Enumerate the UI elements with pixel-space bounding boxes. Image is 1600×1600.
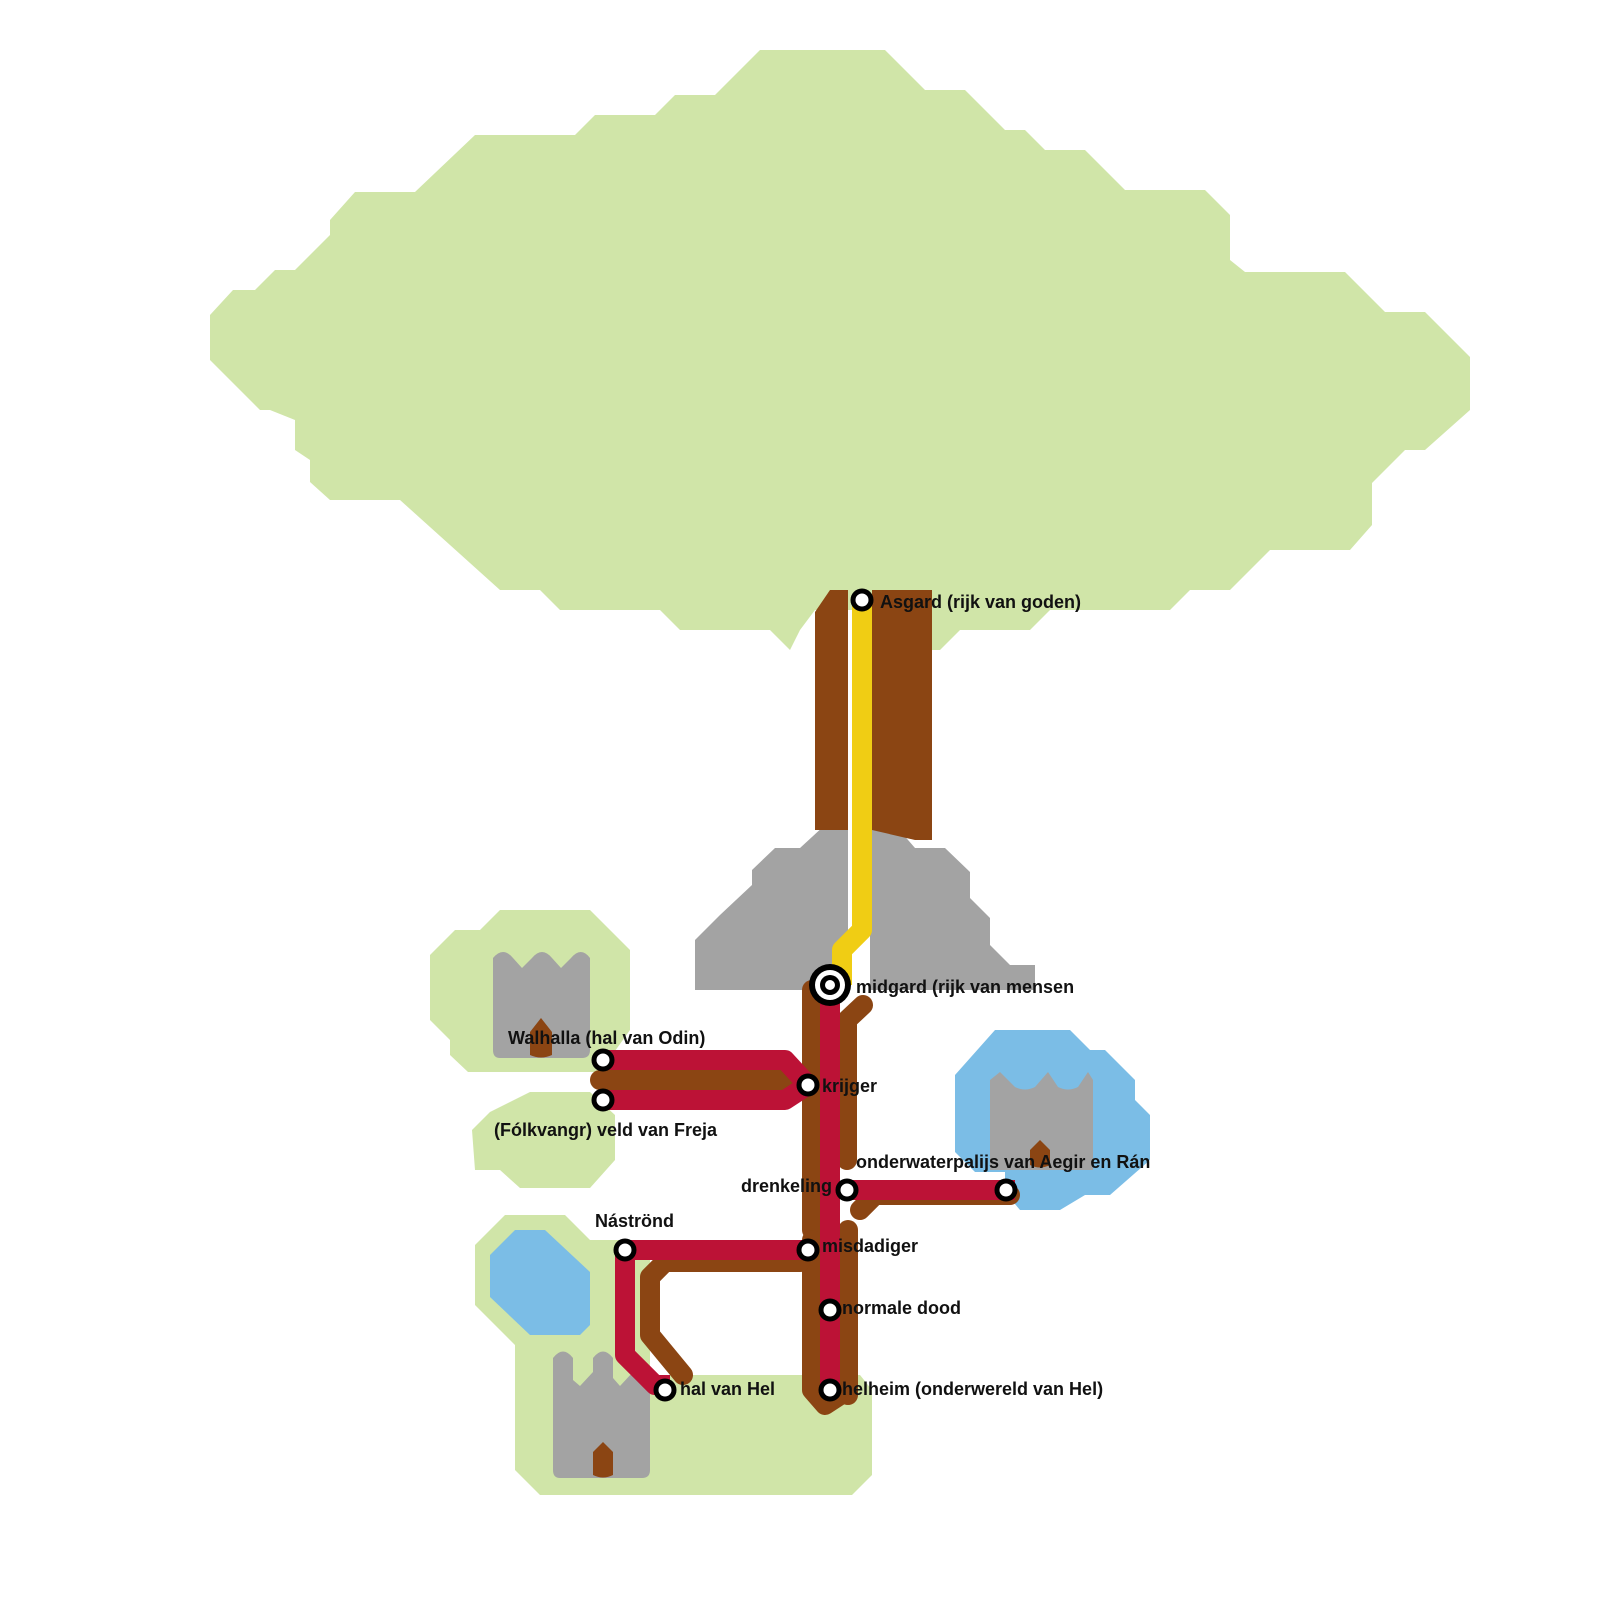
label-normale-dood: normale dood bbox=[842, 1298, 961, 1318]
station-helheim[interactable] bbox=[818, 1378, 842, 1402]
label-hal-van-hel: hal van Hel bbox=[680, 1379, 775, 1399]
label-midgard: midgard (rijk van mensen bbox=[856, 977, 1074, 997]
trunk-right bbox=[872, 590, 932, 840]
label-misdadiger: misdadiger bbox=[822, 1236, 918, 1256]
label-folkvangr: (Fólkvangr) veld van Freja bbox=[494, 1120, 718, 1140]
label-nastrond: Náströnd bbox=[595, 1211, 674, 1231]
label-helheim: helheim (onderwereld van Hel) bbox=[842, 1379, 1103, 1399]
label-aegir: onderwaterpalijs van Aegir en Rán bbox=[856, 1152, 1150, 1172]
island-folkvangr bbox=[472, 1092, 615, 1188]
castle-icon bbox=[990, 1072, 1093, 1170]
mountain-midgard-right bbox=[870, 825, 1035, 990]
lake-helheim bbox=[490, 1230, 590, 1335]
castle-icon bbox=[493, 952, 590, 1058]
station-midgard[interactable] bbox=[809, 964, 851, 1006]
line-yellow bbox=[832, 600, 872, 985]
station-asgard[interactable] bbox=[850, 588, 874, 612]
station-misdadiger[interactable] bbox=[796, 1238, 820, 1262]
label-drenkeling: drenkeling bbox=[741, 1176, 832, 1196]
label-asgard: Asgard (rijk van goden) bbox=[880, 592, 1081, 612]
canopy-asgard bbox=[210, 50, 1470, 650]
station-krijger[interactable] bbox=[796, 1073, 820, 1097]
castle-icon bbox=[553, 1351, 650, 1478]
label-krijger: krijger bbox=[822, 1076, 877, 1096]
station-drenkeling[interactable] bbox=[835, 1178, 859, 1202]
station-walhalla[interactable] bbox=[591, 1048, 615, 1072]
station-folkvangr[interactable] bbox=[591, 1088, 615, 1112]
label-walhalla: Walhalla (hal van Odin) bbox=[508, 1028, 705, 1048]
station-hal-van-hel[interactable] bbox=[653, 1378, 677, 1402]
mountain-midgard bbox=[695, 825, 848, 990]
station-normale-dood[interactable] bbox=[818, 1298, 842, 1322]
station-nastrond[interactable] bbox=[613, 1238, 637, 1262]
station-aegir[interactable] bbox=[994, 1178, 1018, 1202]
trunk-left bbox=[815, 590, 848, 830]
